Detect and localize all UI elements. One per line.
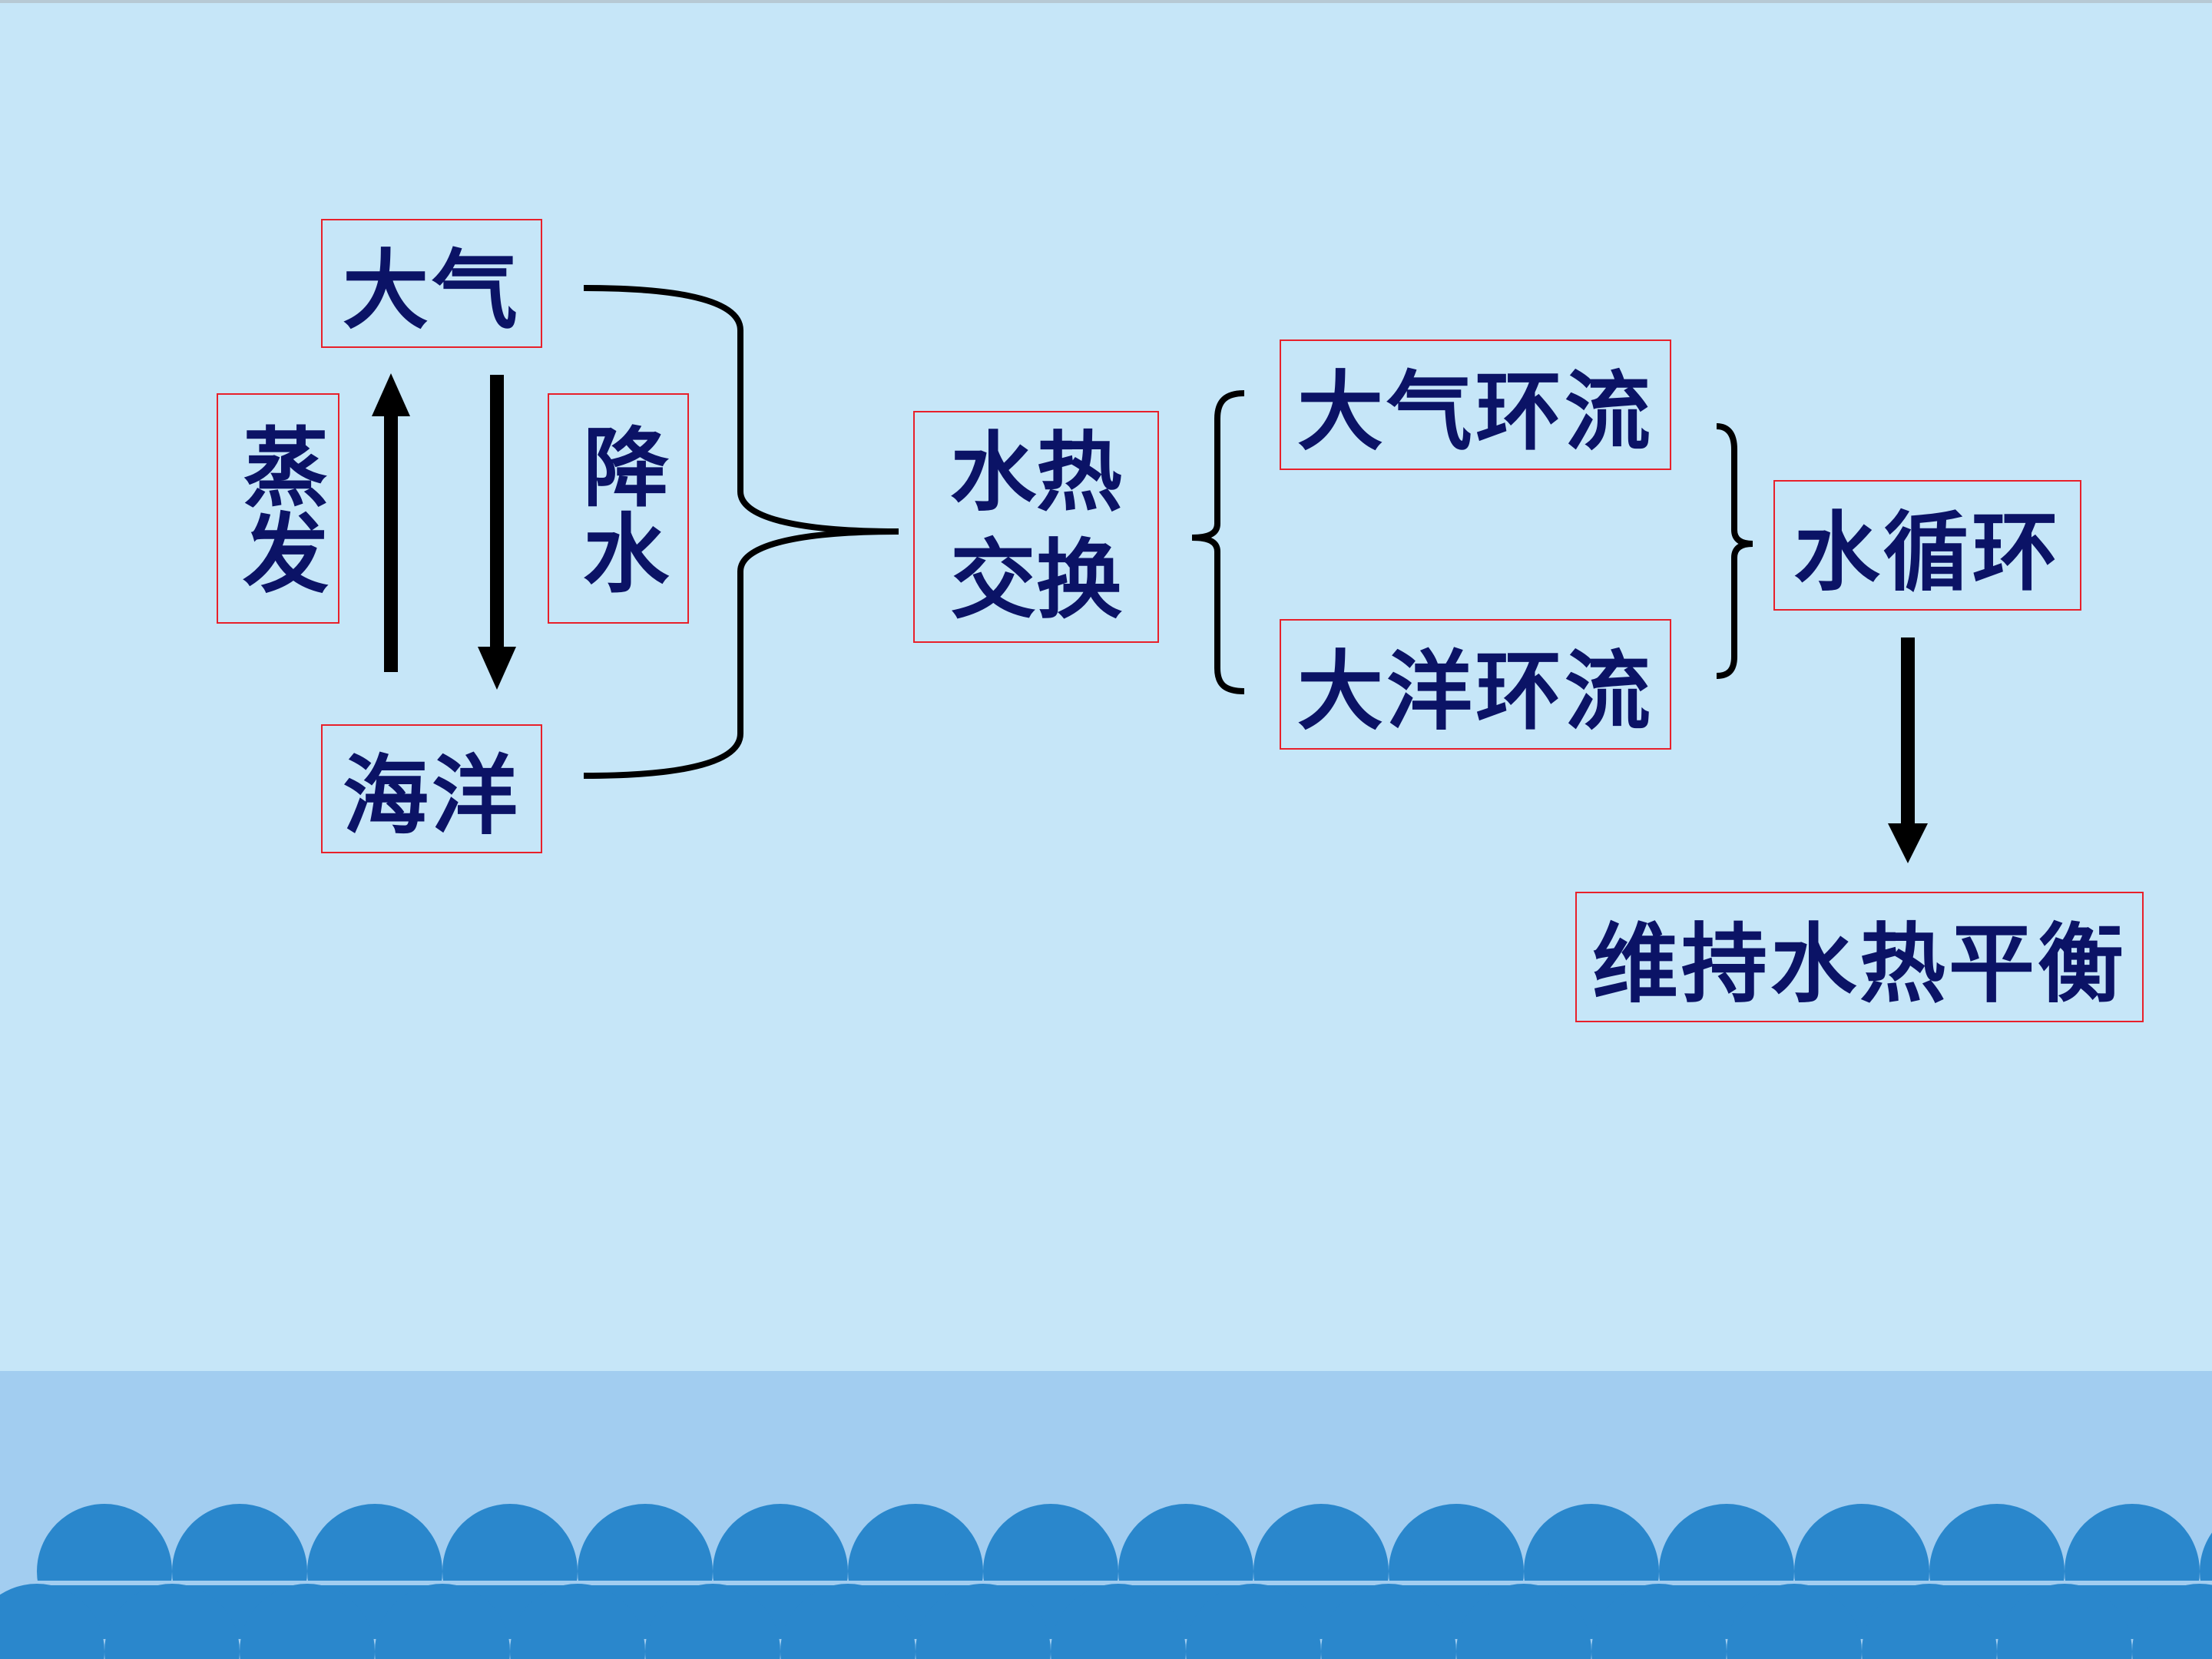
wave-circle	[780, 1584, 916, 1659]
node-atmospheric-circulation: 大气环流	[1280, 339, 1671, 470]
wave-circle	[1591, 1584, 1727, 1659]
wave-gap	[0, 1581, 2212, 1585]
wave-circle	[1997, 1584, 2132, 1659]
node-heat-water-exchange: 水热 交换	[913, 411, 1159, 643]
precipitation-arrow	[478, 375, 516, 690]
wave-circle	[510, 1584, 645, 1659]
wave-circle	[375, 1584, 510, 1659]
wave-circle	[1456, 1584, 1591, 1659]
result-arrow	[1888, 637, 1928, 863]
wave-circle	[1321, 1584, 1456, 1659]
evaporation-arrow	[372, 373, 410, 672]
node-ocean-circulation: 大洋环流	[1280, 619, 1671, 750]
wave-circle	[916, 1584, 1051, 1659]
wave-circle	[2132, 1584, 2212, 1659]
node-water-cycle: 水循环	[1773, 480, 2081, 611]
node-evaporation: 蒸发	[217, 393, 339, 624]
left-brace	[1191, 390, 1245, 694]
node-atmosphere: 大气	[321, 219, 542, 348]
wave-circle	[1051, 1584, 1186, 1659]
right-brace	[1716, 423, 1753, 679]
wave-circle	[645, 1584, 780, 1659]
wave-circle	[0, 1584, 104, 1659]
wave-circle	[104, 1584, 240, 1659]
node-ocean: 海洋	[321, 724, 542, 853]
merge-bracket	[583, 285, 899, 779]
wave-row-front	[0, 1584, 2212, 1659]
wave-circle	[1727, 1584, 1862, 1659]
wave-circle	[1186, 1584, 1321, 1659]
top-border	[0, 0, 2212, 3]
node-precipitation: 降水	[548, 393, 689, 624]
node-balance: 维持水热平衡	[1575, 892, 2144, 1022]
wave-circle	[240, 1584, 375, 1659]
wave-circle	[1862, 1584, 1997, 1659]
